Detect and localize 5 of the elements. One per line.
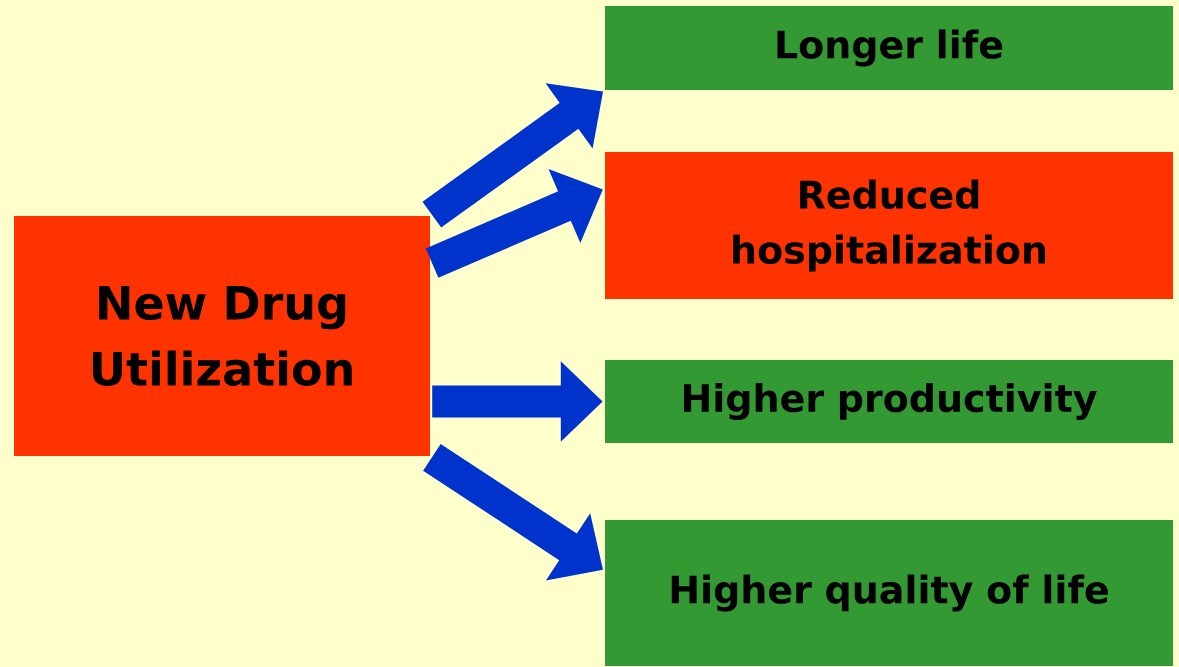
outcome-box: Reduced hospitalization bbox=[605, 152, 1173, 299]
outcome-box: Higher productivity bbox=[605, 360, 1173, 443]
outcome-box: Higher quality of life bbox=[605, 520, 1173, 666]
source-box: New Drug Utilization bbox=[14, 216, 430, 456]
outcome-box: Longer life bbox=[605, 6, 1173, 90]
